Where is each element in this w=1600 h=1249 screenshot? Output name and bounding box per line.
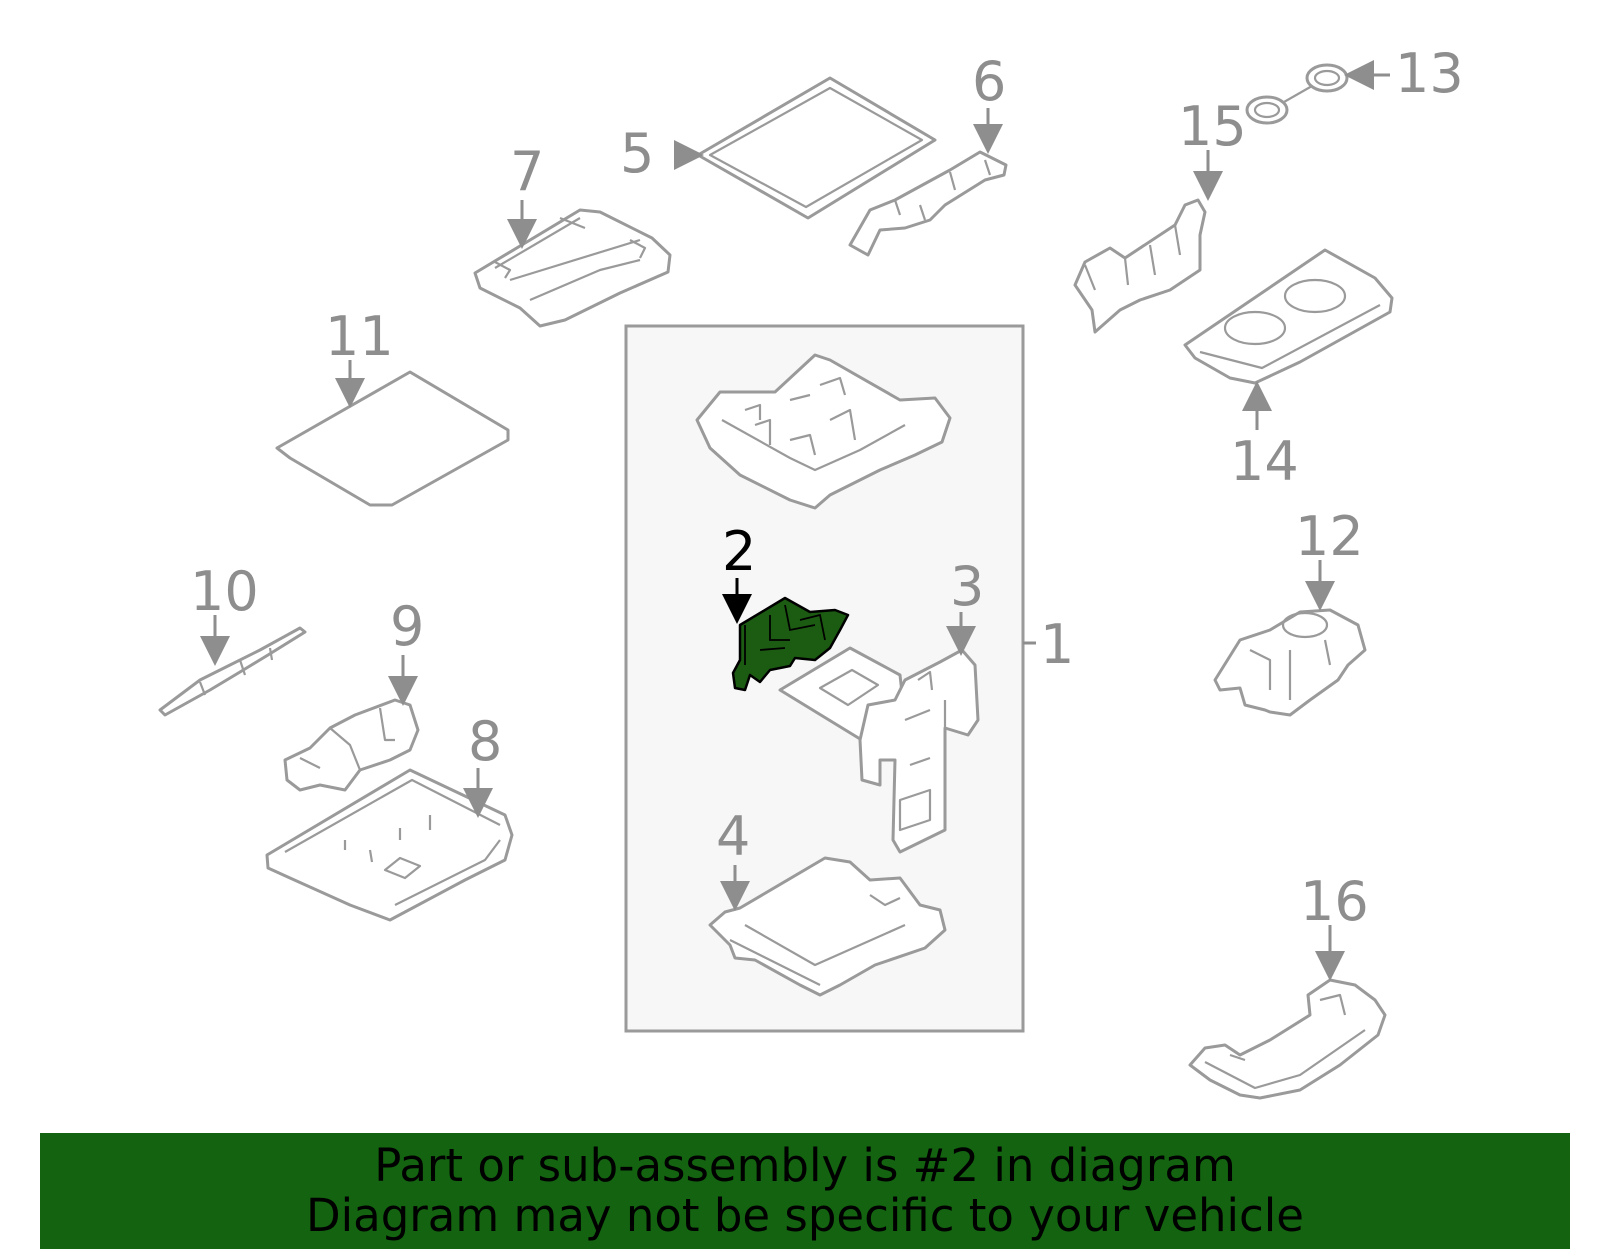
- latch-part-9[interactable]: [283, 698, 420, 792]
- callout-12[interactable]: 12: [1295, 505, 1364, 568]
- callout-16[interactable]: 16: [1300, 870, 1369, 933]
- slide-rail-part-10[interactable]: [158, 626, 307, 717]
- highlighted-bracket-part-2[interactable]: [731, 596, 850, 692]
- callout-1[interactable]: 1: [1040, 613, 1074, 676]
- mechanism-part-12[interactable]: [1213, 608, 1367, 717]
- callout-9[interactable]: 9: [390, 595, 424, 658]
- callout-6[interactable]: 6: [972, 50, 1006, 113]
- callout-2[interactable]: 2: [722, 520, 756, 583]
- banner-line-1: Part or sub-assembly is #2 in diagram: [374, 1139, 1236, 1192]
- callout-3[interactable]: 3: [950, 555, 984, 618]
- banner-line-2: Diagram may not be specific to your vehi…: [306, 1189, 1304, 1242]
- callout-14[interactable]: 14: [1230, 430, 1299, 493]
- lower-tray-part-4[interactable]: [708, 856, 947, 997]
- rail-part-6[interactable]: [848, 150, 1008, 257]
- mat-part-5[interactable]: [696, 76, 937, 220]
- callout-11[interactable]: 11: [325, 305, 394, 368]
- callout-13[interactable]: 13: [1395, 42, 1464, 105]
- side-bracket-part-15[interactable]: [1073, 198, 1207, 334]
- frame-bracket-part-3[interactable]: [778, 646, 980, 854]
- callout-7[interactable]: 7: [510, 140, 544, 203]
- lid-part-8[interactable]: [265, 768, 514, 922]
- callout-5[interactable]: 5: [620, 122, 654, 185]
- callout-15[interactable]: 15: [1178, 95, 1247, 158]
- callout-8[interactable]: 8: [468, 710, 502, 773]
- bracket-plate-part-7[interactable]: [473, 208, 672, 328]
- callout-10[interactable]: 10: [190, 560, 259, 623]
- info-banner: Part or sub-assembly is #2 in diagram Di…: [40, 1133, 1570, 1249]
- panel-part-11[interactable]: [275, 370, 510, 507]
- cup-holder-part-14[interactable]: [1183, 248, 1394, 385]
- upper-tray-part[interactable]: [695, 353, 952, 510]
- rings-part-13[interactable]: [1245, 63, 1349, 125]
- callout-4[interactable]: 4: [716, 805, 750, 868]
- trim-piece-part-16[interactable]: [1188, 978, 1387, 1100]
